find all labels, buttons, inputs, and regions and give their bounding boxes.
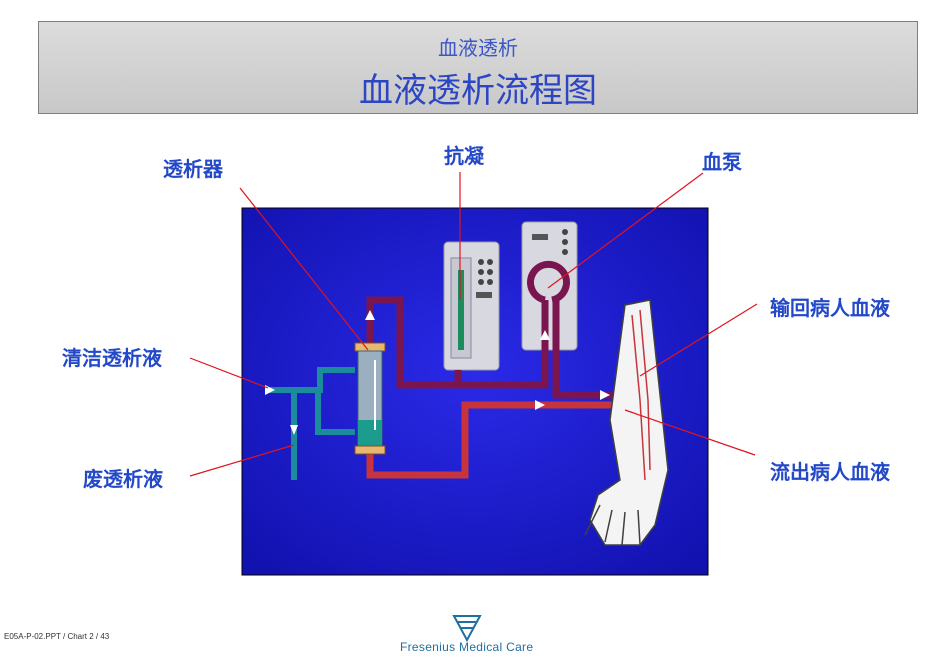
pointer-lines: [189, 172, 758, 477]
slide-reference: E05A-P-02.PPT / Chart 2 / 43: [4, 632, 110, 641]
title-box: 血液透析 血液透析流程图: [38, 21, 918, 114]
venous-line: [366, 260, 615, 399]
brand-name: Fresenius Medical Care: [400, 640, 534, 654]
label-return-blood: 输回病人血液: [770, 296, 890, 320]
label-anticoagulant: 抗凝: [444, 144, 484, 168]
arm-vessels: [631, 309, 651, 481]
slide-subtitle: 血液透析: [438, 36, 518, 60]
dialyzer: [354, 342, 386, 455]
fresenius-logo-icon: [452, 615, 482, 642]
label-outflow-blood: 流出病人血液: [770, 460, 890, 484]
label-clean-dialysate: 清洁透析液: [62, 346, 162, 370]
anticoagulant-pump-machine: [443, 241, 500, 371]
label-waste-dialysate: 废透析液: [83, 467, 163, 491]
patient-arm: [584, 299, 669, 546]
blood-pump-machine: [521, 221, 578, 351]
label-blood-pump: 血泵: [702, 150, 742, 174]
arterial-line: [366, 401, 640, 479]
label-dialyzer: 透析器: [163, 157, 223, 181]
slide-title: 血液透析流程图: [359, 71, 597, 111]
